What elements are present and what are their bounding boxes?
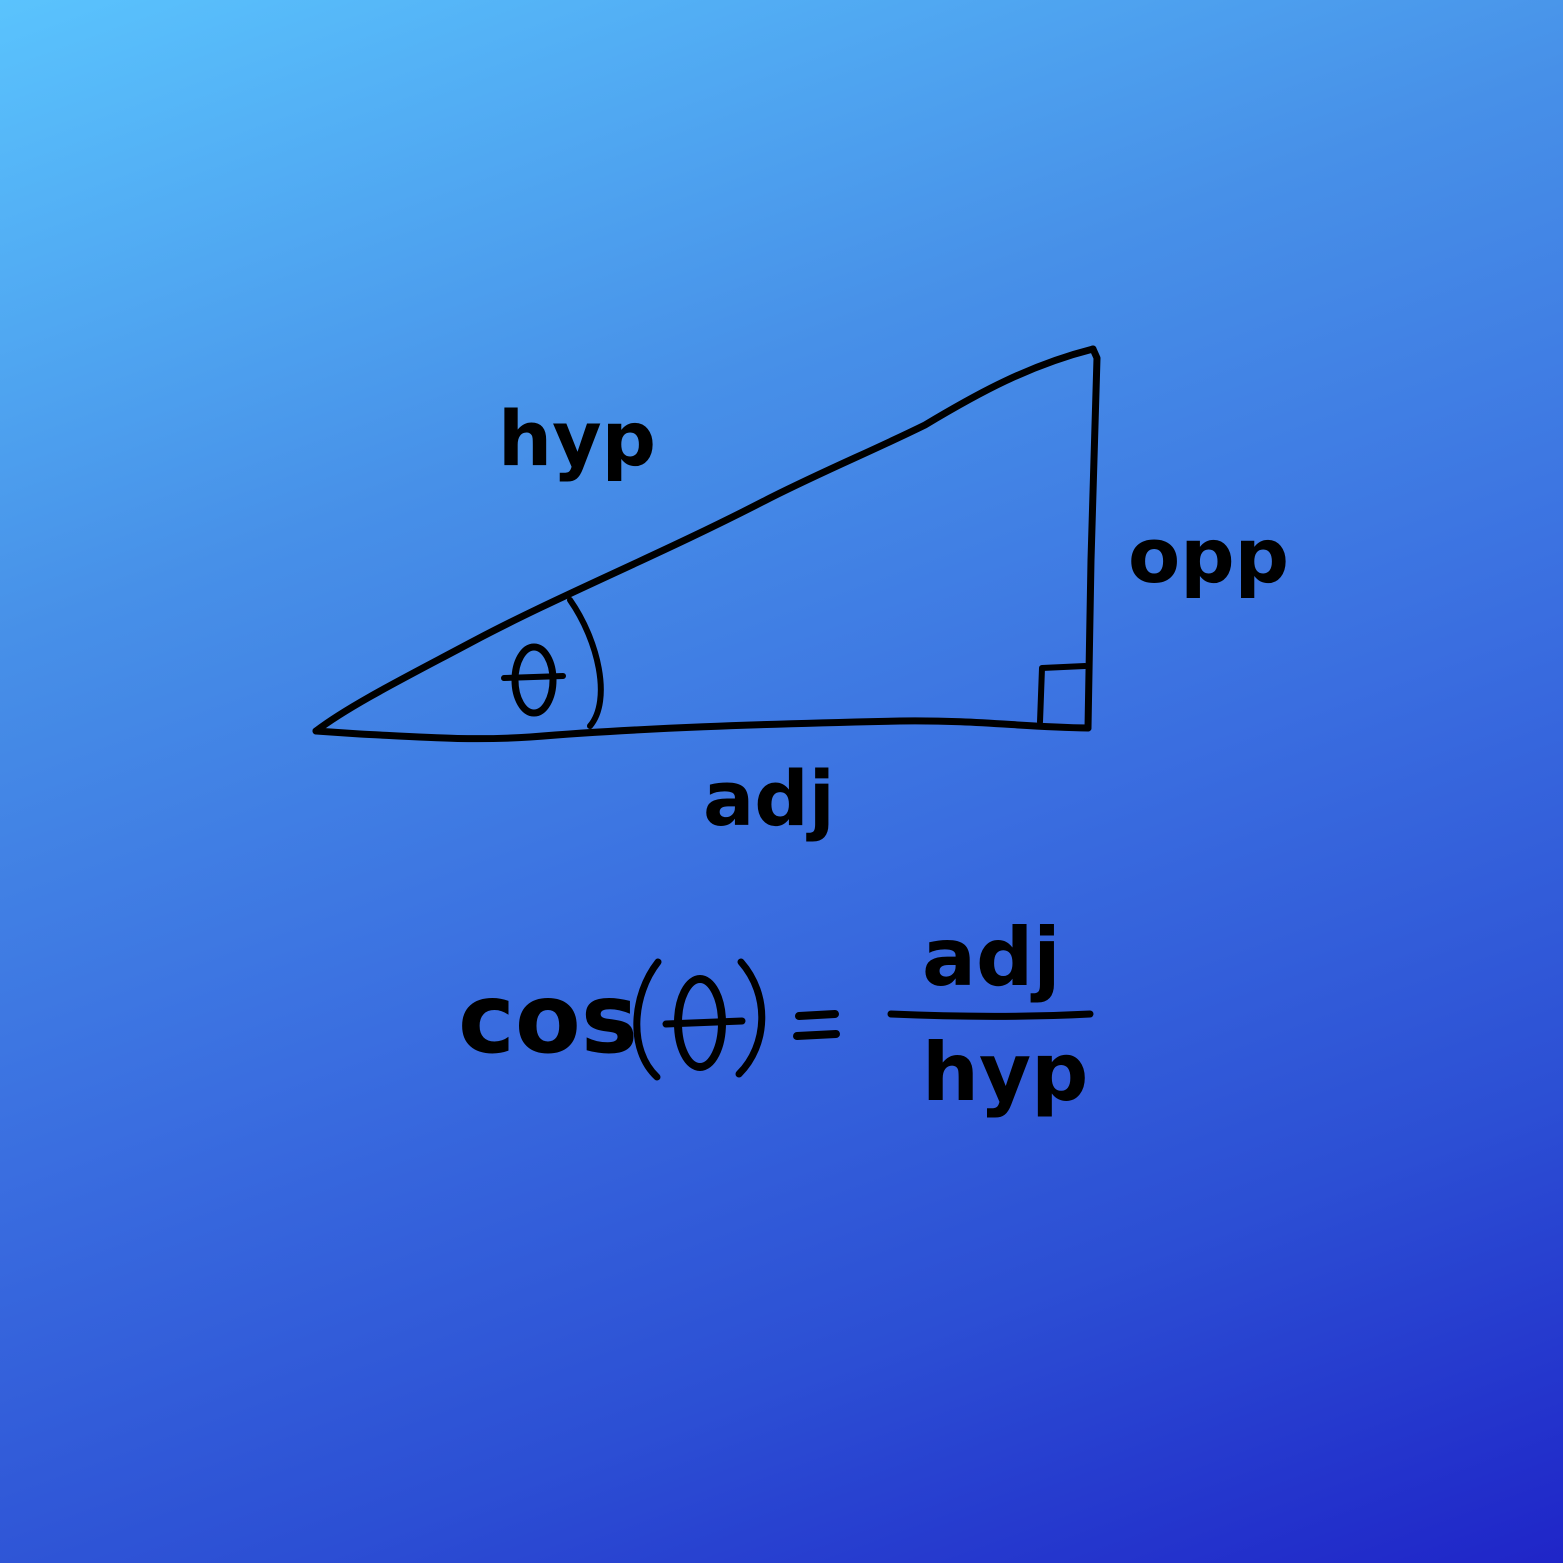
formula-theta — [662, 975, 746, 1071]
angle-arc — [567, 597, 604, 729]
opp-label: opp — [1128, 511, 1289, 600]
formula-close-paren — [735, 958, 766, 1078]
right-angle-marker — [1037, 663, 1088, 725]
adj-label: adj — [703, 754, 835, 843]
opposite-side — [1084, 345, 1101, 732]
fraction-bar — [887, 1010, 1094, 1020]
right-triangle — [312, 345, 1101, 743]
formula-open-paren — [633, 958, 662, 1081]
cosine-formula: cos adj hyp — [458, 911, 1094, 1119]
hyp-label: hyp — [498, 394, 656, 483]
formula-function: cos — [458, 963, 638, 1075]
formula-numerator: adj — [922, 911, 1061, 1004]
formula-denominator: hyp — [922, 1026, 1088, 1119]
hypotenuse-side — [312, 345, 1097, 735]
adjacent-side — [312, 717, 1092, 743]
formula-equals — [793, 1010, 840, 1040]
angle-label — [501, 643, 566, 717]
